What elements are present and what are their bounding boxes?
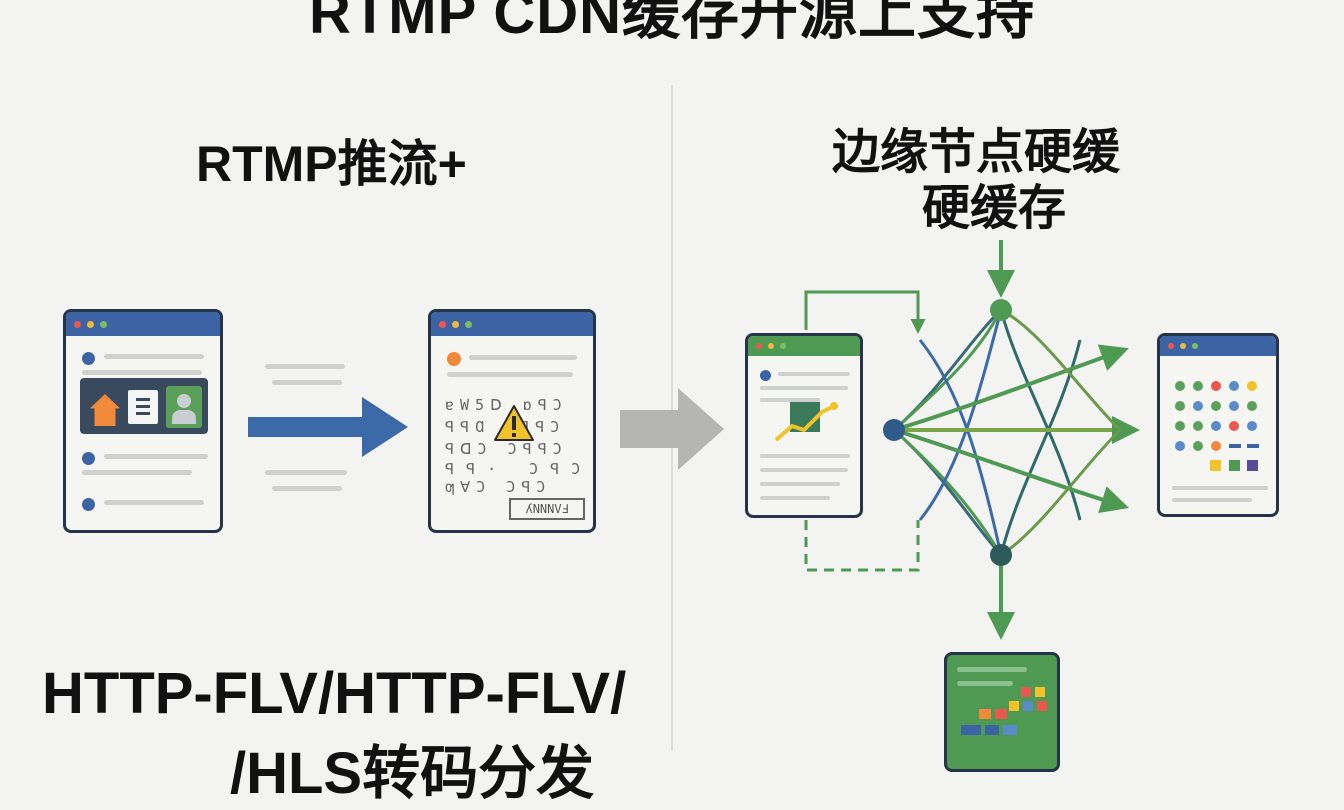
left-bottom-label-line2: /HLS转码分发 [230, 741, 595, 806]
list-bullet [82, 498, 95, 511]
motion-line [272, 380, 342, 385]
edge-node-top [990, 299, 1012, 321]
text-line [957, 667, 1027, 672]
list-bullet [760, 370, 771, 381]
text-line [1172, 498, 1252, 502]
text-line [778, 372, 850, 376]
list-bullet [447, 352, 461, 366]
text-line [104, 500, 204, 505]
text-line [957, 681, 1013, 686]
window-titlebar [66, 312, 220, 336]
text-line [760, 386, 848, 390]
storage-window [944, 652, 1060, 772]
document-icon [128, 390, 158, 424]
window-titlebar [431, 312, 593, 336]
garbled-text: ꟼꓷƆ ƆꟼꟼƆ [445, 440, 568, 458]
edge-distribution-network [804, 240, 1140, 640]
pixel-grid-icon [1175, 381, 1259, 471]
page-title: RTMP CDN缓存升源上支持 [308, 0, 1036, 46]
text-line [104, 354, 204, 359]
edge-source-window [745, 333, 863, 518]
text-line [82, 470, 192, 475]
text-line [760, 482, 840, 486]
garbled-text: ƣꓯƆ ƆꟼƆ [445, 478, 552, 496]
motion-line [265, 470, 347, 475]
client-window [1157, 333, 1279, 517]
stamp-label: ʎNNNVℲ [509, 498, 585, 520]
media-panel [80, 378, 208, 434]
list-bullet [82, 352, 95, 365]
source-window [63, 309, 223, 533]
garbled-text: ꟼꟼ· ƆꟼƆ [445, 460, 593, 478]
corrupted-window: ɐW5Ⅾ ɒꟼƆ ꟼꟼⱭ ƆꟼꟼƆ ꟼꓷƆ ƆꟼꟼƆ ꟼꟼ· ƆꟼƆ ƣꓯƆ Ɔ… [428, 309, 596, 533]
text-line [447, 372, 573, 377]
left-bottom-label-line1: HTTP-FLV/HTTP-FLV/ [42, 661, 627, 726]
right-heading-line1: 边缘节点硬缓 [832, 126, 1121, 179]
text-line [469, 355, 577, 360]
window-titlebar [1160, 336, 1276, 356]
garbled-text: ɐW5Ⅾ ɒꟼƆ [445, 396, 568, 414]
block-grid-icon [961, 687, 1047, 735]
text-line [1172, 486, 1268, 490]
trend-chart-icon [774, 402, 838, 442]
text-line [82, 370, 202, 375]
text-line [760, 398, 820, 402]
hub-node [883, 419, 905, 441]
text-line [760, 454, 850, 458]
motion-line [272, 486, 342, 491]
text-line [104, 454, 208, 459]
text-line [760, 496, 830, 500]
push-arrow-icon [248, 397, 408, 457]
home-icon [90, 394, 120, 426]
right-heading-line2: 硬缓存 [922, 182, 1067, 235]
edge-node-bottom [990, 544, 1012, 566]
warning-icon [494, 405, 534, 441]
left-heading: RTMP推流+ [196, 136, 467, 192]
list-bullet [82, 452, 95, 465]
motion-line [265, 364, 345, 369]
text-line [760, 468, 848, 472]
window-titlebar [748, 336, 860, 356]
transition-arrow-icon [620, 388, 724, 470]
user-icon [166, 386, 202, 428]
